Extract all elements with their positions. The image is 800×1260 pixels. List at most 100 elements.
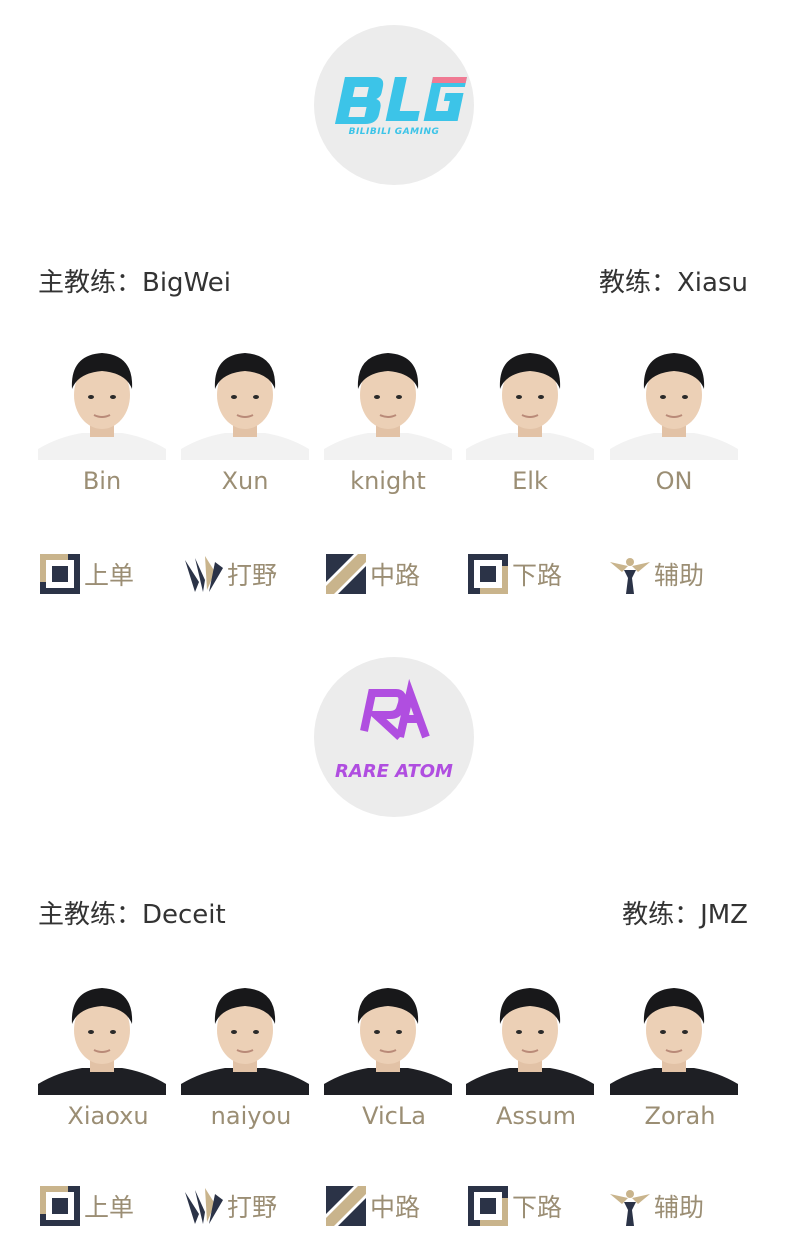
player-card[interactable]: Assum bbox=[466, 980, 594, 1140]
eye-shape bbox=[516, 395, 522, 399]
mid-lane-icon bbox=[326, 1186, 366, 1226]
jersey-shape bbox=[466, 1068, 594, 1095]
top-lane-icon bbox=[40, 554, 80, 594]
player-photo bbox=[610, 980, 738, 1095]
eye-shape bbox=[538, 395, 544, 399]
role-label: 中路 bbox=[370, 561, 421, 590]
face-shape bbox=[74, 361, 130, 429]
player-card[interactable]: Elk bbox=[466, 345, 594, 505]
hair-shape bbox=[643, 353, 705, 389]
player-name: VicLa bbox=[362, 1102, 426, 1130]
hair-shape bbox=[643, 988, 705, 1024]
role-label: 上单 bbox=[84, 1193, 135, 1222]
hair-shape bbox=[499, 988, 561, 1024]
bilibili-gaming-subtitle: BILIBILI GAMING bbox=[348, 127, 440, 137]
eye-shape bbox=[538, 1030, 544, 1034]
player-card[interactable]: VicLa bbox=[324, 980, 452, 1140]
role-label: 上单 bbox=[84, 561, 135, 590]
face-shape bbox=[646, 996, 702, 1064]
eye-shape bbox=[660, 1030, 666, 1034]
support-icon bbox=[610, 1190, 650, 1226]
mid-lane-icon bbox=[326, 554, 366, 594]
player-name: Zorah bbox=[644, 1102, 716, 1130]
face-shape bbox=[502, 996, 558, 1064]
coach-label: 教练：Xiasu bbox=[599, 267, 748, 298]
role-mid: 中路 bbox=[324, 551, 420, 597]
player-name: Elk bbox=[512, 467, 548, 495]
player-photo bbox=[610, 345, 738, 460]
jungle-icon bbox=[185, 1188, 223, 1224]
eye-shape bbox=[374, 1030, 380, 1034]
mouth-shape bbox=[379, 1049, 397, 1053]
role-top: 上单 bbox=[38, 551, 134, 597]
hair-shape bbox=[71, 353, 133, 389]
eye-shape bbox=[396, 1030, 402, 1034]
player-card[interactable]: ON bbox=[610, 345, 738, 505]
player-photo bbox=[324, 345, 452, 460]
support-icon bbox=[610, 558, 650, 594]
role-list: 上单 打野 中路 下路 bbox=[38, 1183, 758, 1229]
hair-shape bbox=[357, 988, 419, 1024]
player-photo bbox=[181, 980, 309, 1095]
eye-shape bbox=[88, 1030, 94, 1034]
mouth-shape bbox=[521, 1049, 539, 1053]
role-list: 上单 打野 中路 下路 bbox=[38, 551, 758, 597]
role-mid: 中路 bbox=[324, 1183, 420, 1229]
player-card[interactable]: naiyou bbox=[181, 980, 309, 1140]
eye-shape bbox=[682, 1030, 688, 1034]
bot-lane-icon bbox=[468, 554, 508, 594]
role-top: 上单 bbox=[38, 1183, 134, 1229]
face-shape bbox=[646, 361, 702, 429]
role-label: 辅助 bbox=[654, 561, 705, 590]
player-photo bbox=[38, 980, 166, 1095]
player-photo bbox=[466, 980, 594, 1095]
mouth-shape bbox=[93, 1049, 111, 1053]
player-card[interactable]: Xiaoxu bbox=[38, 980, 166, 1140]
top-lane-icon bbox=[40, 1186, 80, 1226]
player-name: ON bbox=[655, 467, 693, 495]
jersey-shape bbox=[38, 1068, 166, 1095]
role-label: 打野 bbox=[227, 1193, 278, 1222]
coach-label: 教练：JMZ bbox=[622, 899, 748, 930]
coach-row: 主教练：Deceit 教练：JMZ bbox=[38, 894, 748, 930]
role-jungle: 打野 bbox=[181, 1183, 277, 1229]
hair-shape bbox=[71, 988, 133, 1024]
player-list: Bin Xun knight Elk ON bbox=[38, 345, 758, 505]
role-label: 打野 bbox=[227, 561, 278, 590]
hair-shape bbox=[214, 988, 276, 1024]
player-card[interactable]: Xun bbox=[181, 345, 309, 505]
player-name: knight bbox=[350, 467, 426, 495]
jersey-shape bbox=[38, 433, 166, 460]
player-name: naiyou bbox=[210, 1102, 292, 1130]
jersey-shape bbox=[181, 433, 309, 460]
role-label: 下路 bbox=[512, 561, 563, 590]
player-name: Assum bbox=[495, 1102, 576, 1130]
role-label: 中路 bbox=[370, 1193, 421, 1222]
head-coach-label: 主教练：Deceit bbox=[38, 899, 226, 930]
mouth-shape bbox=[665, 414, 683, 418]
eye-shape bbox=[231, 395, 237, 399]
face-shape bbox=[217, 361, 273, 429]
bilibili-gaming-logo: BILIBILI GAMING bbox=[314, 25, 474, 185]
player-card[interactable]: knight bbox=[324, 345, 452, 505]
jersey-shape bbox=[324, 1068, 452, 1095]
player-name: Xun bbox=[221, 467, 269, 495]
jersey-shape bbox=[610, 433, 738, 460]
hair-shape bbox=[499, 353, 561, 389]
jungle-icon bbox=[185, 556, 223, 592]
player-card[interactable]: Zorah bbox=[610, 980, 738, 1140]
face-shape bbox=[217, 996, 273, 1064]
role-jungle: 打野 bbox=[181, 551, 277, 597]
face-shape bbox=[502, 361, 558, 429]
player-card[interactable]: Bin bbox=[38, 345, 166, 505]
player-photo bbox=[181, 345, 309, 460]
eye-shape bbox=[374, 395, 380, 399]
mouth-shape bbox=[93, 414, 111, 418]
eye-shape bbox=[253, 395, 259, 399]
rare-atom-logo: RARE ATOM bbox=[314, 657, 474, 817]
eye-shape bbox=[88, 395, 94, 399]
face-shape bbox=[360, 361, 416, 429]
hair-shape bbox=[214, 353, 276, 389]
role-support: 辅助 bbox=[608, 551, 704, 597]
role-label: 下路 bbox=[512, 1193, 563, 1222]
